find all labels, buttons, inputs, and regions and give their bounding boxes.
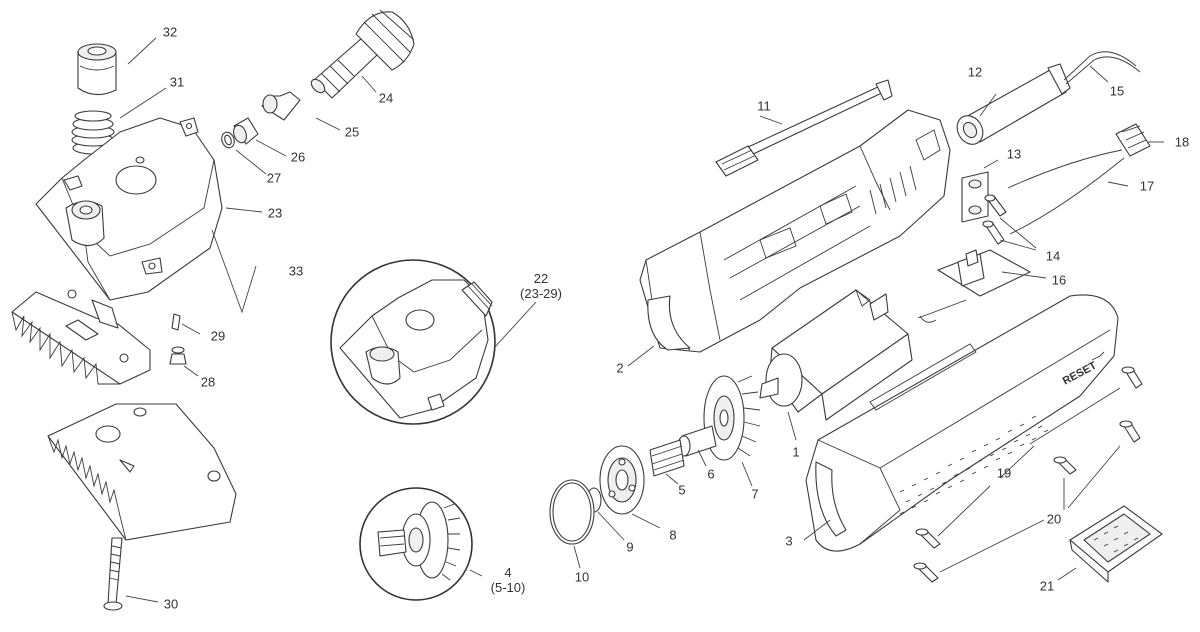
part-14-screws [982, 194, 1007, 245]
callout-4-number: 4 [504, 565, 512, 580]
part-17-wires [1007, 149, 1125, 235]
callout-30: 30 [163, 596, 179, 612]
part-10-ring [549, 479, 595, 545]
leader-lines [119, 37, 1164, 603]
part-26-bushing [233, 117, 259, 145]
callout-17: 17 [1139, 178, 1155, 194]
callout-2: 2 [616, 360, 624, 376]
callout-4: 4 (5-10) [491, 565, 526, 595]
lower-blade [47, 403, 237, 541]
part-2-upper-housing [639, 109, 951, 353]
part-11-latch [715, 79, 893, 177]
callout-31: 31 [169, 74, 185, 90]
callout-4-range: (5-10) [490, 580, 526, 595]
callout-23: 23 [267, 205, 283, 221]
callout-9: 9 [626, 539, 634, 555]
callout-3: 3 [785, 533, 793, 549]
callout-12: 12 [967, 64, 983, 80]
part-23-head-housing [35, 117, 223, 301]
callout-19: 19 [996, 465, 1012, 481]
part-13-cord-clamp [961, 171, 989, 223]
callout-22: 22 (23-29) [520, 271, 562, 301]
callout-33: 33 [288, 263, 304, 279]
callout-24: 24 [378, 90, 394, 106]
callout-29: 29 [210, 328, 226, 344]
callout-15: 15 [1109, 83, 1125, 99]
part-32-cap [77, 43, 117, 96]
callout-6: 6 [707, 466, 715, 482]
callout-32: 32 [162, 24, 178, 40]
callout-7: 7 [751, 486, 759, 502]
callout-14: 14 [1045, 248, 1061, 264]
part-15-cord [1063, 51, 1141, 85]
callout-25: 25 [344, 124, 360, 140]
callout-5: 5 [678, 482, 686, 498]
part-16-switch-board [917, 249, 1031, 323]
part-7-fan [703, 375, 761, 461]
part-27-clip [221, 131, 235, 149]
callout-20: 20 [1046, 511, 1062, 527]
part-12-strain-relief [956, 63, 1071, 145]
part-24-gear-shaft [310, 9, 415, 99]
gear-assembly-4 [377, 501, 461, 581]
callout-26: 26 [290, 149, 306, 165]
part-6-shaft [677, 425, 717, 457]
callout-1: 1 [792, 444, 800, 460]
part-30-screw [103, 537, 123, 611]
part-5-pinion [649, 439, 685, 477]
callout-13: 13 [1006, 146, 1022, 162]
part-19-20-screws [913, 366, 1143, 583]
callout-22-range: (23-29) [520, 286, 562, 301]
callout-22-number: 22 [533, 271, 549, 286]
callout-16: 16 [1051, 272, 1067, 288]
head-assembly-22 [339, 279, 493, 419]
part-8-bearing [599, 445, 645, 515]
part-33-lever-lines [211, 229, 257, 314]
callout-18: 18 [1174, 134, 1190, 150]
callout-10: 10 [574, 569, 590, 585]
callout-27: 27 [266, 170, 282, 186]
part-1-motor [759, 288, 913, 421]
upper-blade [11, 289, 151, 385]
callout-21: 21 [1039, 578, 1055, 594]
part-25-eccentric [261, 91, 301, 121]
callout-11: 11 [757, 98, 771, 114]
part-18-connector [1115, 123, 1151, 157]
part-21-filter [1069, 505, 1163, 583]
callout-28: 28 [200, 374, 216, 390]
part-29-pin [171, 313, 181, 331]
part-28-screw [169, 346, 187, 365]
part-3-lower-housing [805, 294, 1119, 552]
callout-8: 8 [669, 527, 677, 543]
